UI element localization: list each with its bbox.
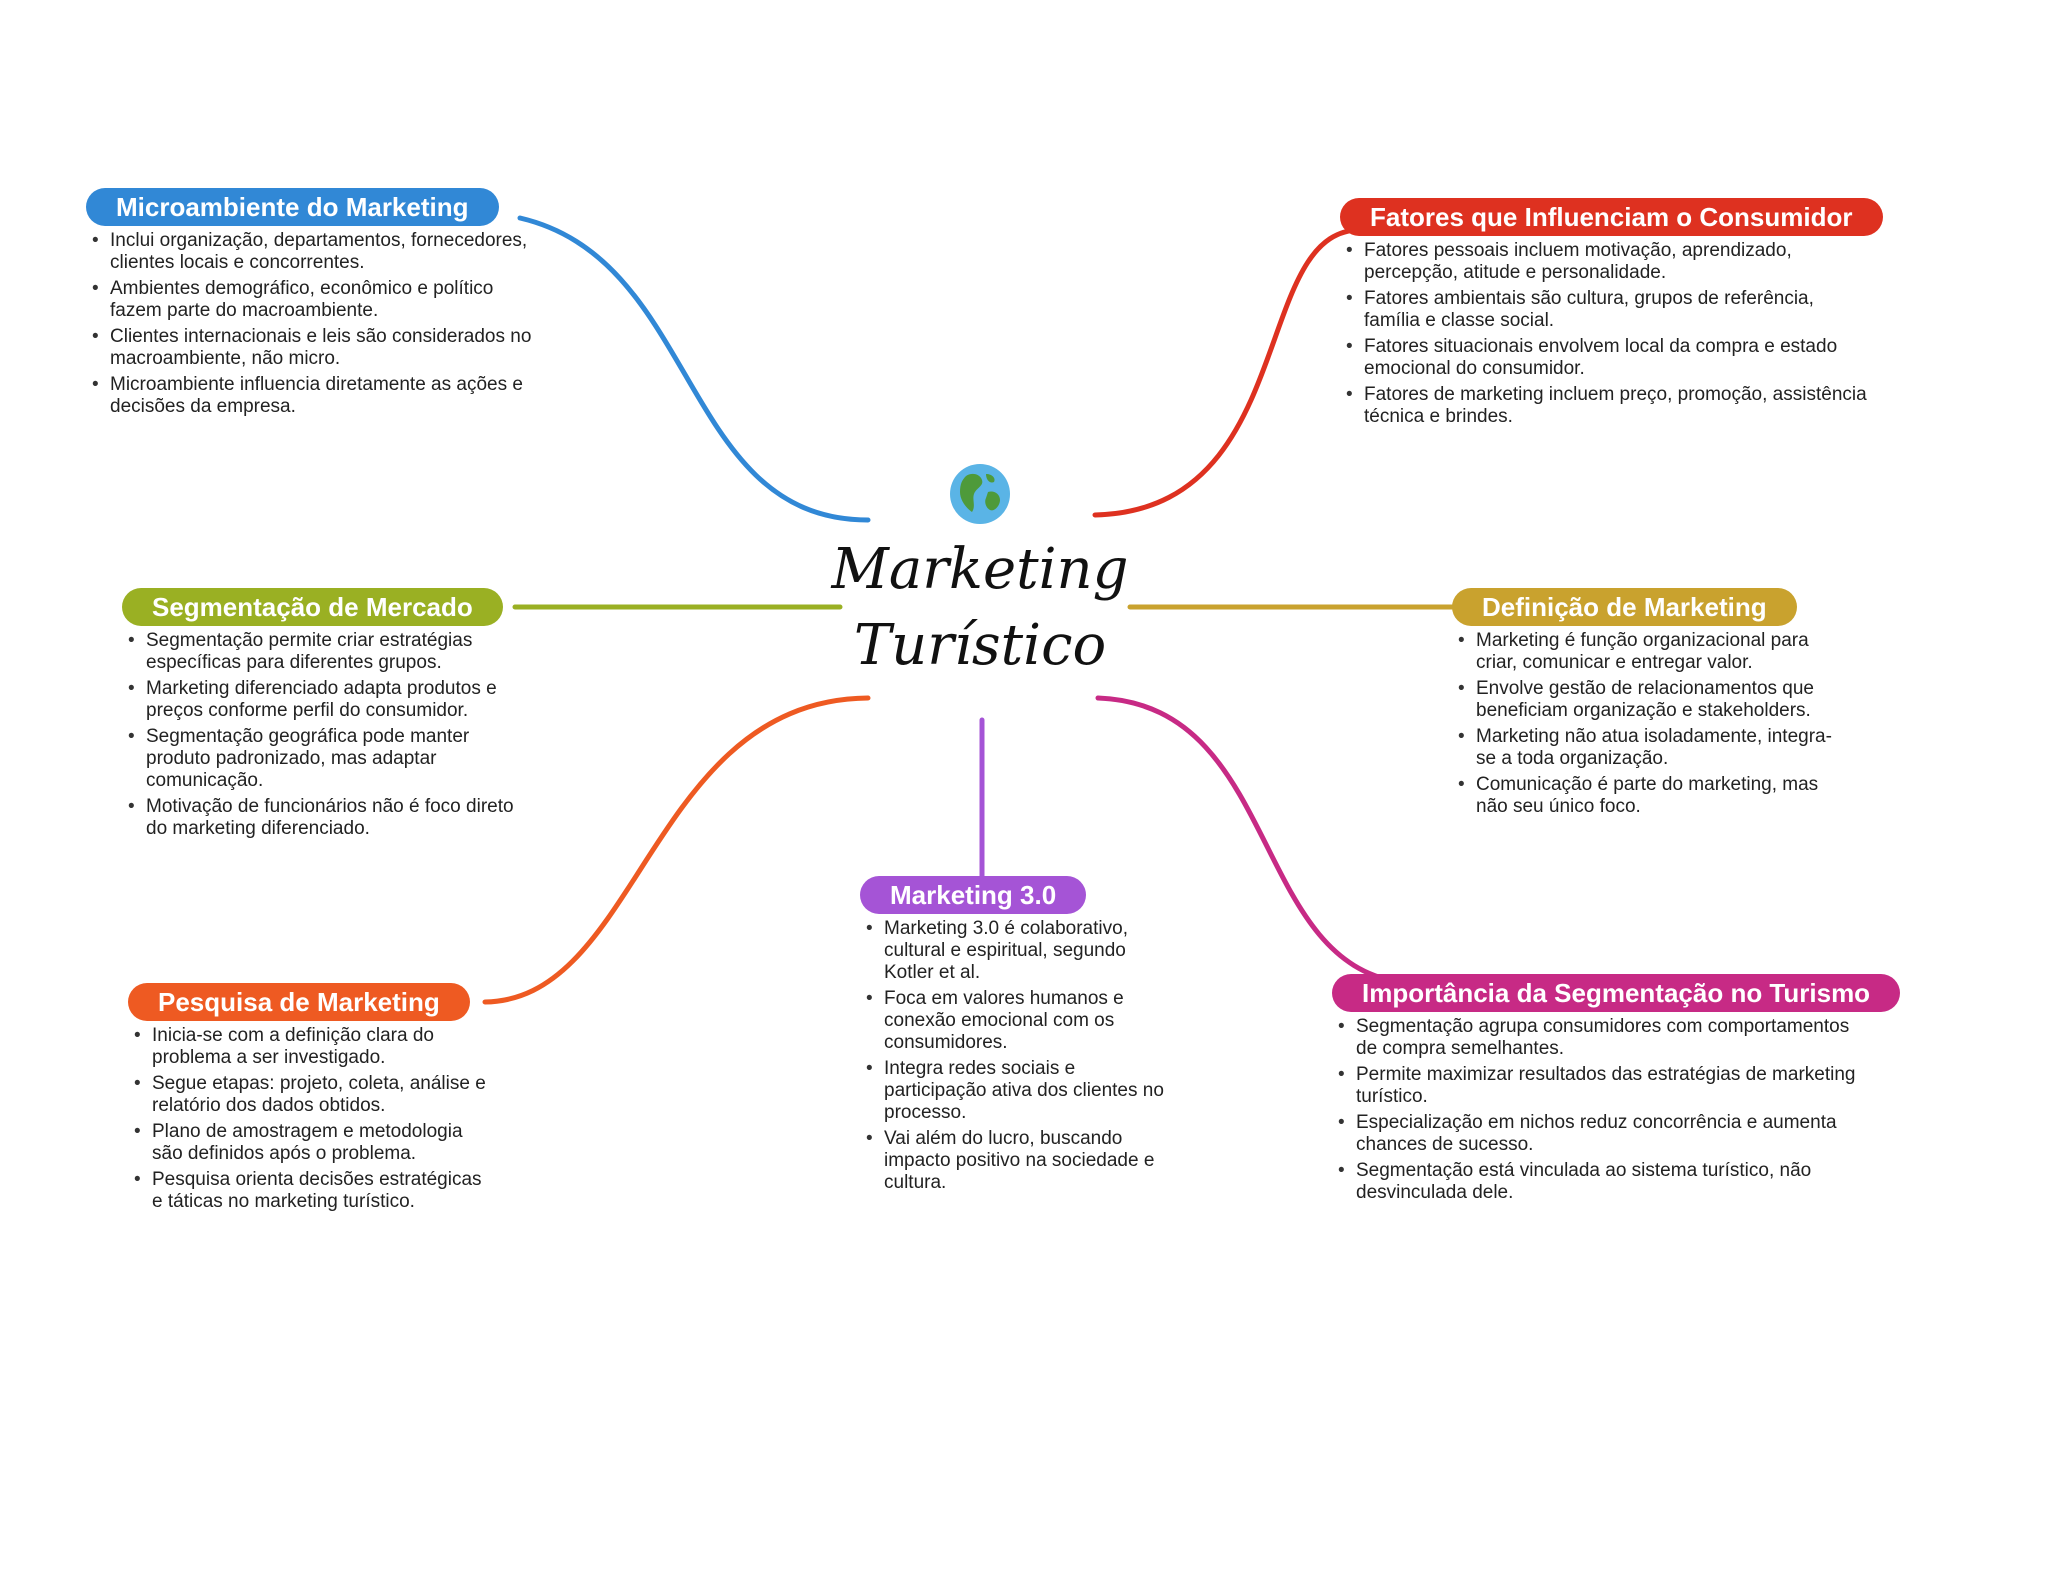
branch-title-microambiente[interactable]: Microambiente do Marketing <box>86 188 499 226</box>
branch-items-fatores-consumidor: Fatores pessoais incluem motivação, apre… <box>1340 240 1870 428</box>
list-item: Especialização em nichos reduz concorrên… <box>1332 1112 1872 1156</box>
list-item: Vai além do lucro, buscando impacto posi… <box>860 1128 1170 1194</box>
connector-pesquisa <box>482 695 871 1005</box>
branch-items-pesquisa-marketing: Inicia-se com a definição clara do probl… <box>128 1025 488 1213</box>
list-item: Plano de amostragem e metodologia são de… <box>128 1121 488 1165</box>
branch-segmentacao-mercado: Segmentação de Mercado Segmentação permi… <box>122 588 522 844</box>
list-item: Inicia-se com a definição clara do probl… <box>128 1025 488 1069</box>
list-item: Fatores situacionais envolvem local da c… <box>1340 336 1870 380</box>
branch-title-fatores-consumidor[interactable]: Fatores que Influenciam o Consumidor <box>1340 198 1883 236</box>
branch-items-importancia-segmentacao: Segmentação agrupa consumidores com comp… <box>1332 1016 1872 1204</box>
list-item: Integra redes sociais e participação ati… <box>860 1058 1170 1124</box>
list-item: Fatores de marketing incluem preço, prom… <box>1340 384 1870 428</box>
list-item: Segmentação permite criar estratégias es… <box>122 630 522 674</box>
list-item: Fatores pessoais incluem motivação, apre… <box>1340 240 1870 284</box>
branch-title-definicao-marketing[interactable]: Definição de Marketing <box>1452 588 1797 626</box>
branch-title-importancia-segmentacao[interactable]: Importância da Segmentação no Turismo <box>1332 974 1901 1012</box>
list-item: Segmentação está vinculada ao sistema tu… <box>1332 1160 1872 1204</box>
list-item: Comunicação é parte do marketing, mas nã… <box>1452 774 1832 818</box>
list-item: Segue etapas: projeto, coleta, análise e… <box>128 1073 488 1117</box>
branch-items-marketing-3-0: Marketing 3.0 é colaborativo, cultural e… <box>860 918 1170 1194</box>
branch-marketing-3-0: Marketing 3.0 Marketing 3.0 é colaborati… <box>860 876 1170 1198</box>
list-item: Marketing diferenciado adapta produtos e… <box>122 678 522 722</box>
list-item: Ambientes demográfico, econômico e polít… <box>86 278 546 322</box>
list-item: Marketing é função organizacional para c… <box>1452 630 1832 674</box>
list-item: Fatores ambientais são cultura, grupos d… <box>1340 288 1870 332</box>
branch-definicao-marketing: Definição de Marketing Marketing é funçã… <box>1452 588 1832 822</box>
list-item: Inclui organização, departamentos, forne… <box>86 230 546 274</box>
list-item: Marketing 3.0 é colaborativo, cultural e… <box>860 918 1170 984</box>
central-title: Marketing Turístico <box>831 537 1129 678</box>
list-item: Foca em valores humanos e conexão emocio… <box>860 988 1170 1054</box>
list-item: Motivação de funcionários não é foco dir… <box>122 796 522 840</box>
central-node: Marketing Turístico <box>830 462 1130 692</box>
list-item: Clientes internacionais e leis são consi… <box>86 326 546 370</box>
list-item: Microambiente influencia diretamente as … <box>86 374 546 418</box>
list-item: Pesquisa orienta decisões estratégicas e… <box>128 1169 488 1213</box>
branch-title-segmentacao-mercado[interactable]: Segmentação de Mercado <box>122 588 503 626</box>
branch-items-definicao-marketing: Marketing é função organizacional para c… <box>1452 630 1832 818</box>
connector-micro <box>517 215 871 523</box>
list-item: Segmentação geográfica pode manter produ… <box>122 726 522 792</box>
branch-importancia-segmentacao: Importância da Segmentação no Turismo Se… <box>1332 974 1901 1208</box>
branch-items-microambiente: Inclui organização, departamentos, forne… <box>86 230 546 418</box>
branch-microambiente: Microambiente do Marketing Inclui organi… <box>86 188 546 422</box>
list-item: Envolve gestão de relacionamentos que be… <box>1452 678 1832 722</box>
list-item: Marketing não atua isoladamente, integra… <box>1452 726 1832 770</box>
branch-fatores-consumidor: Fatores que Influenciam o Consumidor Fat… <box>1340 198 1883 432</box>
branch-title-marketing-3-0[interactable]: Marketing 3.0 <box>860 876 1087 914</box>
connector-fatores <box>1092 227 1363 518</box>
branch-pesquisa-marketing: Pesquisa de Marketing Inicia-se com a de… <box>128 983 488 1217</box>
globe-icon <box>950 464 1010 524</box>
list-item: Segmentação agrupa consumidores com comp… <box>1332 1016 1872 1060</box>
branch-items-segmentacao-mercado: Segmentação permite criar estratégias es… <box>122 630 522 840</box>
connector-importancia <box>1095 695 1403 985</box>
list-item: Permite maximizar resultados das estraté… <box>1332 1064 1872 1108</box>
branch-title-pesquisa-marketing[interactable]: Pesquisa de Marketing <box>128 983 470 1021</box>
